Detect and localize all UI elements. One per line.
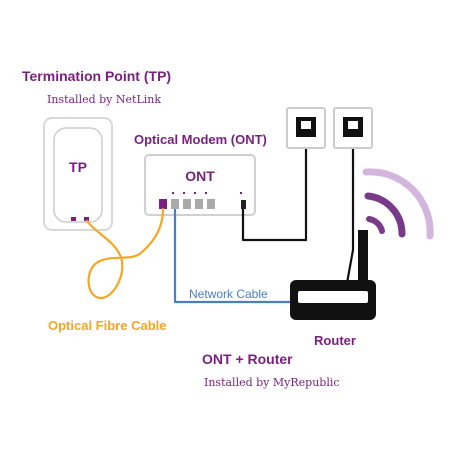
wifi-arc-inner bbox=[366, 216, 385, 234]
ont-lan-port-3 bbox=[195, 199, 203, 209]
ont-led bbox=[205, 192, 207, 194]
tp-port-left bbox=[71, 217, 76, 221]
tp-installer: Installed by NetLink bbox=[47, 93, 161, 106]
ont-router-installer: Installed by MyRepublic bbox=[204, 376, 340, 389]
ont-device-label: ONT bbox=[185, 168, 215, 184]
network-cable-label: Network Cable bbox=[189, 287, 268, 301]
router-antenna bbox=[358, 230, 368, 282]
network-cable bbox=[173, 209, 292, 304]
router-label: Router bbox=[314, 333, 356, 348]
wifi-signal-icon bbox=[362, 168, 434, 240]
fibre-cable-label: Optical Fibre Cable bbox=[48, 318, 166, 333]
ont-phone-port bbox=[241, 200, 246, 209]
ont-lan-port-1 bbox=[171, 199, 179, 209]
router-device bbox=[290, 230, 376, 320]
ont-title: Optical Modem (ONT) bbox=[134, 132, 267, 147]
tp-port-right bbox=[84, 217, 89, 221]
ont-led bbox=[240, 192, 242, 194]
ont-lan-port-2 bbox=[183, 199, 191, 209]
ont-router-title: ONT + Router bbox=[202, 351, 293, 367]
router-panel bbox=[298, 291, 368, 303]
wifi-arc-middle bbox=[364, 192, 406, 238]
phone-jack-icon bbox=[286, 107, 326, 149]
fibre-cable bbox=[85, 207, 165, 300]
ont-fibre-port bbox=[159, 199, 167, 209]
tp-device: TP bbox=[43, 117, 113, 231]
tp-device-label: TP bbox=[69, 159, 87, 175]
wifi-arc-outer bbox=[362, 168, 434, 240]
tp-title: Termination Point (TP) bbox=[22, 68, 171, 84]
ont-lan-port-4 bbox=[207, 199, 215, 209]
tp-inner bbox=[53, 127, 103, 223]
wall-socket-1-slot bbox=[301, 121, 311, 129]
ont-led bbox=[194, 192, 196, 194]
ont-led bbox=[183, 192, 185, 194]
phone-cable-router bbox=[345, 143, 355, 284]
phone-jack-icon bbox=[333, 107, 373, 149]
ont-device: ONT bbox=[144, 154, 256, 216]
wall-socket-2-slot bbox=[348, 121, 358, 129]
phone-cable bbox=[241, 143, 308, 242]
ont-led bbox=[172, 192, 174, 194]
